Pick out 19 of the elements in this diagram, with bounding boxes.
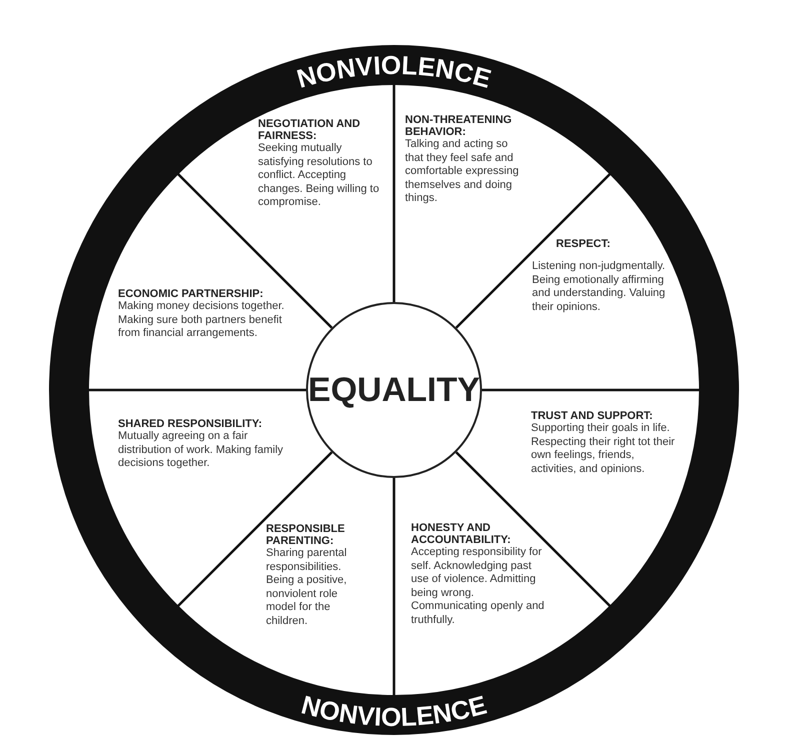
segment-heading: SHARED RESPONSIBILITY:: [118, 418, 264, 430]
ring-label: NONVIOLENCE: [298, 689, 490, 732]
segment-description: Accepting responsibility for self. Acknowledging past use of violence. Admitting being wrong. Communicating openly and truthfully.: [411, 546, 546, 627]
segment-heading: NON-THREATENING BEHAVIOR:: [405, 114, 513, 138]
segment-heading: RESPONSIBLE PARENTING:: [266, 523, 346, 547]
center-title: EQUALITY: [308, 370, 480, 410]
ring-label: NONVIOLENCE: [294, 50, 494, 94]
segment-heading: TRUST AND SUPPORT:: [531, 410, 654, 422]
segment-description: Sharing parental responsibilities. Being a positive, nonviolent role model for the children.: [266, 547, 348, 628]
segment-description: Listening non-judgmentally. Being emotionally affirming and understanding. Valuing their opinions.: [532, 260, 666, 314]
segment-description: Seeking mutually satisfying resolutions to conflict. Accepting changes. Being willing to compromise.: [258, 142, 380, 210]
segment-description: Talking and acting so that they feel safe and comfortable expressing themselves and doing things.: [405, 138, 520, 206]
segment-heading: RESPECT:: [555, 238, 612, 250]
segment-description: Making money decisions together. Making sure both partners benefit from financial arrangements.: [118, 300, 286, 340]
segment-heading: NEGOTIATION AND FAIRNESS:: [258, 118, 362, 142]
segment-description: Mutually agreeing on a fair distribution of work. Making family decisions together.: [118, 430, 284, 470]
segment-description: Supporting their goals in life. Respecting their right tot their own feelings, friends, activities, and opinions.: [531, 422, 676, 476]
segment-heading: ECONOMIC PARTNERSHIP:: [118, 288, 264, 300]
segment-heading: HONESTY AND ACCOUNTABILITY:: [411, 522, 512, 546]
